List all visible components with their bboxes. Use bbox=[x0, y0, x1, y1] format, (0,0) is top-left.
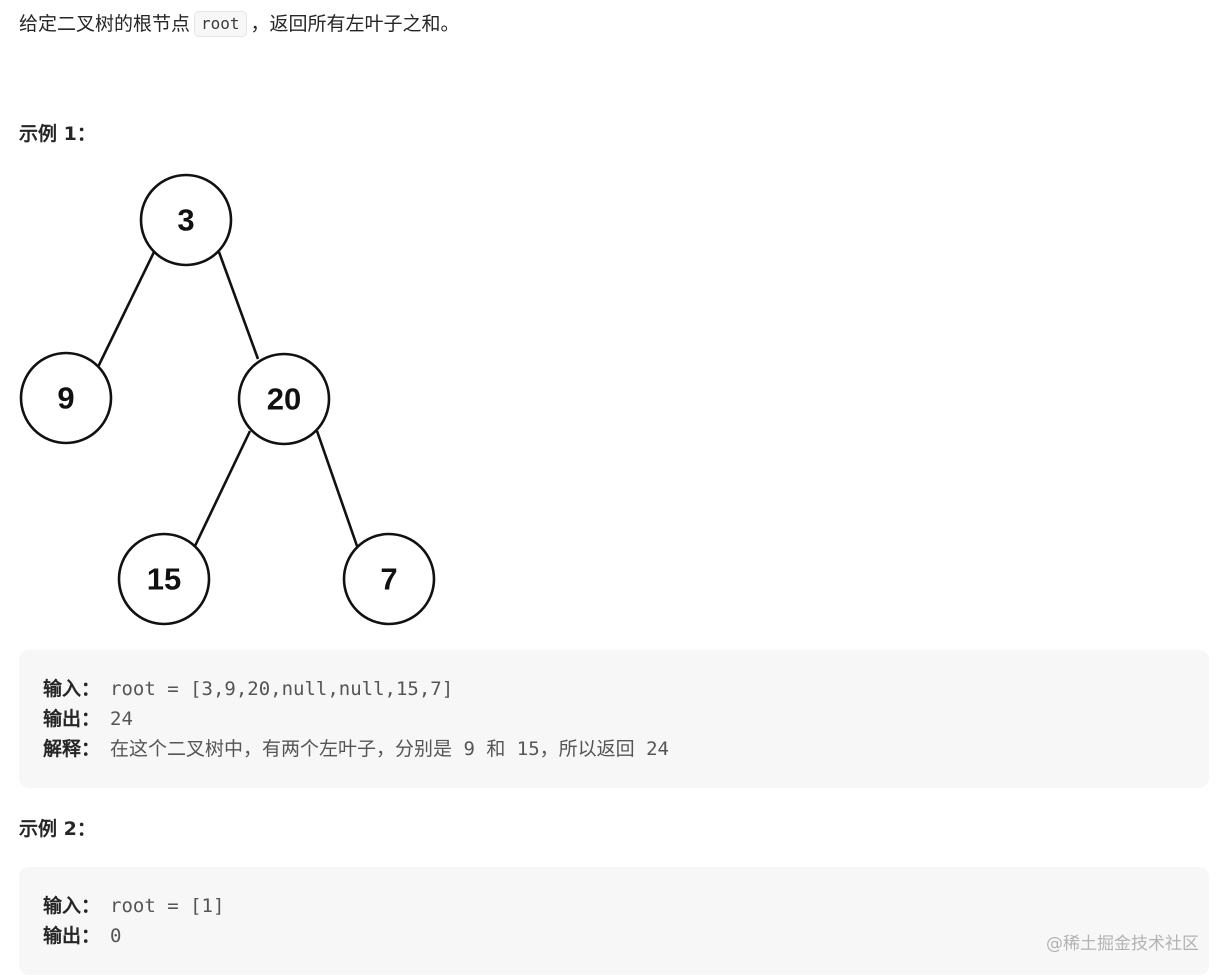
example-2-code-block: 输入： root = [1] 输出： 0 bbox=[19, 867, 1209, 975]
example-2-output-row: 输出： 0 bbox=[43, 921, 1209, 951]
tree-edge-3-20 bbox=[217, 251, 260, 360]
tree-node-label: 20 bbox=[267, 382, 301, 417]
output-value: 24 bbox=[110, 708, 133, 730]
tree-node-15: 15 bbox=[117, 532, 211, 626]
example-1-code-block: 输入：root = [3,9,20,null,null,15,7] 输出：24 … bbox=[19, 650, 1209, 788]
example-1-title: 示例 1： bbox=[19, 123, 96, 145]
watermark: @稀土掘金技术社区 bbox=[1046, 934, 1199, 954]
output-value: 0 bbox=[110, 925, 122, 947]
tree-node-7: 7 bbox=[342, 532, 436, 626]
tree-edge-3-9 bbox=[96, 251, 156, 368]
tree-node-3: 3 bbox=[139, 173, 233, 267]
tree-node-20: 20 bbox=[237, 352, 331, 446]
tree-edge-20-7 bbox=[315, 430, 359, 547]
input-label: 输入： bbox=[43, 678, 101, 700]
tree-edge-20-15 bbox=[193, 430, 252, 547]
example-1-explain-row: 解释： 在这个二叉树中，有两个左叶子，分别是 9 和 15，所以返回 24 bbox=[43, 734, 1209, 764]
explain-value: 在这个二叉树中，有两个左叶子，分别是 9 和 15，所以返回 24 bbox=[110, 738, 669, 760]
tree-node-9: 9 bbox=[19, 351, 113, 445]
example-2-input-row: 输入： root = [1] bbox=[43, 891, 1209, 921]
tree-node-label: 15 bbox=[147, 562, 181, 597]
explain-label: 解释： bbox=[43, 738, 101, 760]
output-label: 输出： bbox=[43, 708, 101, 730]
example-2-title: 示例 2： bbox=[19, 818, 96, 840]
description-text-after: ，返回所有左叶子之和。 bbox=[250, 13, 460, 35]
example-1-output-row: 输出： 24 bbox=[43, 704, 1209, 734]
input-value: root = [3,9,20,null,null,15,7] bbox=[110, 678, 454, 700]
example-1-input-row: 输入： root = [3,9,20,null,null,15,7] bbox=[43, 674, 1209, 704]
inline-code-root: root bbox=[194, 11, 247, 37]
output-label: 输出： bbox=[43, 925, 101, 947]
binary-tree-diagram: 3 9 20 15 7 bbox=[19, 173, 436, 626]
tree-node-label: 9 bbox=[57, 381, 74, 416]
description-text-before: 给定二叉树的根节点 bbox=[19, 13, 191, 35]
input-value: root = [1] bbox=[110, 895, 225, 917]
tree-node-label: 3 bbox=[177, 203, 194, 238]
input-label: 输入： bbox=[43, 895, 101, 917]
tree-node-label: 7 bbox=[380, 562, 397, 597]
